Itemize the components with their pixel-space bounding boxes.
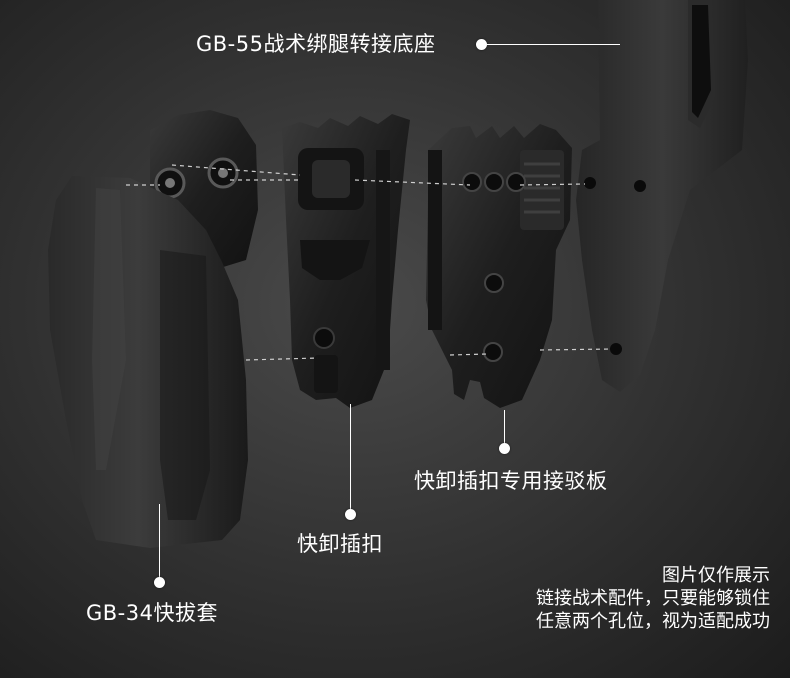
holster-callout-line: [159, 504, 160, 580]
note-line-2: 链接战术配件，只要能够锁住: [536, 588, 770, 609]
label-platform: GB-55战术绑腿转接底座: [196, 32, 436, 56]
adapter-callout-dot: [499, 443, 510, 454]
alignment-lines: [126, 164, 613, 361]
adapter-plate: [426, 124, 572, 408]
label-quick-release: 快卸插扣: [297, 532, 383, 556]
buckle-callout-dot: [345, 509, 356, 520]
platform-callout-line: [487, 44, 620, 45]
buckle-callout-line: [350, 404, 351, 512]
holster: [48, 110, 258, 548]
label-adapter-plate: 快卸插扣专用接驳板: [414, 469, 608, 493]
quick-release-buckle: [282, 114, 410, 408]
label-holster: GB-34快拔套: [86, 601, 218, 625]
adapter-callout-line: [504, 410, 505, 446]
leg-platform: [576, 0, 748, 392]
disclaimer-note: 图片仅作展示 链接战术配件，只要能够锁住 任意两个孔位，视为适配成功: [536, 564, 770, 633]
platform-callout-dot: [476, 39, 487, 50]
note-line-3: 任意两个孔位，视为适配成功: [536, 611, 770, 632]
holster-callout-dot: [154, 577, 165, 588]
note-line-1: 图片仅作展示: [662, 565, 770, 586]
